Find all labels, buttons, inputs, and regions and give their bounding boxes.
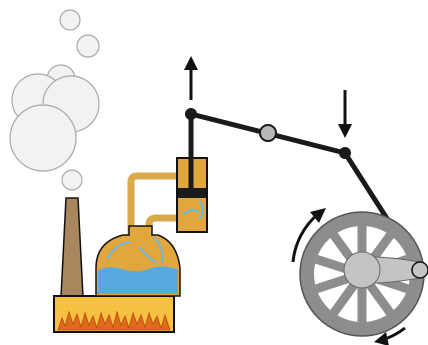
- steam-flow-icon: [183, 208, 199, 215]
- chimney: [60, 197, 84, 298]
- up-arrow-icon: [184, 56, 198, 100]
- smoke-cloud: [9, 9, 100, 191]
- steam-flow-icon: [153, 237, 164, 263]
- smoke-puff: [61, 169, 83, 191]
- boiler: [95, 225, 181, 297]
- smoke-puff: [76, 34, 100, 58]
- flywheel-spoke: [314, 254, 351, 274]
- beam-pivot-joint: [185, 108, 197, 120]
- down-arrow-icon: [338, 90, 352, 138]
- steam-flow-icon: [199, 201, 204, 219]
- boiler-water: [98, 266, 178, 294]
- flywheel: [299, 211, 428, 337]
- cylinder: [176, 157, 208, 233]
- steam-flow-icon: [107, 241, 131, 259]
- rotation-arrow-icon: [291, 208, 326, 263]
- steam-pipes: [127, 172, 177, 248]
- flywheel-hub: [343, 251, 381, 289]
- flywheel-spoke: [330, 282, 358, 316]
- flywheel-spoke: [314, 274, 351, 294]
- steam-pipe-outer: [127, 172, 177, 248]
- firebox-flames-icon: [57, 310, 171, 331]
- beam-right-joint: [339, 147, 351, 159]
- motion-arrows: [184, 56, 406, 345]
- rotation-arrow-icon: [374, 326, 406, 345]
- crank-pin: [411, 261, 428, 279]
- steam-pipe-inner: [145, 214, 177, 243]
- piston-icon: [178, 188, 206, 198]
- smoke-puff: [59, 9, 81, 31]
- flywheel-spoke: [366, 282, 394, 316]
- steam-flow-icon: [139, 247, 157, 263]
- firebox: [53, 295, 175, 333]
- beam-center-joint: [259, 124, 277, 142]
- smoke-puff: [9, 104, 77, 172]
